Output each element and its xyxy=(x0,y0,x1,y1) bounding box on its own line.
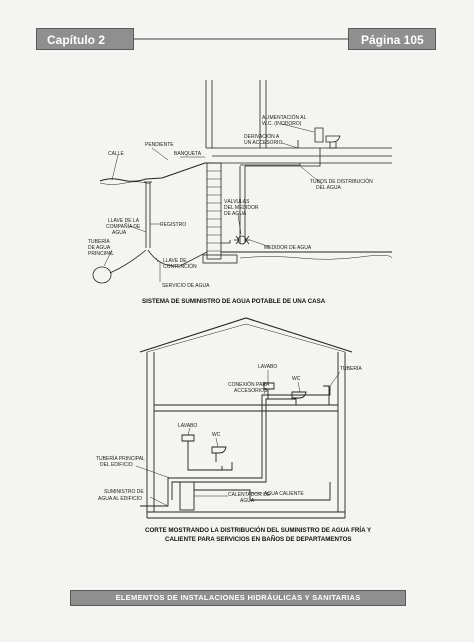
distribution-pipe xyxy=(240,163,301,166)
label-llave-compania-2: COMPAÑÍA DE xyxy=(106,223,141,230)
diagram2-labels: LAVABO TUBERÍA WC CONEXIÓN PARA ACCESORI… xyxy=(96,364,372,543)
label-tuberia-principal-edificio-2: DEL EDIFICIO xyxy=(100,462,133,468)
header-rule xyxy=(134,38,348,40)
ground-hatch xyxy=(99,181,151,185)
leader-lines xyxy=(103,123,323,282)
label-tuberia: TUBERÍA xyxy=(340,365,362,372)
service-pipe-entry xyxy=(221,240,231,244)
label-pendiente: PENDIENTE xyxy=(145,142,174,148)
pipe-to-wc xyxy=(245,148,321,167)
building-section-diagram xyxy=(135,317,353,519)
label-registro: REGISTRO xyxy=(160,222,186,228)
label-lavabo-top: LAVABO xyxy=(258,364,277,370)
wc-top-icon xyxy=(291,385,330,405)
ground-surface xyxy=(99,162,212,182)
label-suministro-1: SUMINISTRO DE xyxy=(104,489,144,495)
label-suministro-2: AGUA AL EDIFICIO xyxy=(98,496,142,502)
label-valvulas-2: DEL MEDIDOR xyxy=(224,205,259,211)
foundation-footing xyxy=(202,254,238,264)
label-wc-bottom: WC xyxy=(212,432,221,438)
label-derivacion-1: DERIVACIÓN A xyxy=(244,133,280,140)
meter-valves-icon xyxy=(234,235,250,245)
footer-banner: ELEMENTOS DE INSTALACIONES HIDRÁULICAS Y… xyxy=(70,590,406,606)
label-calentador-2: AGUA xyxy=(240,498,255,504)
label-medidor: MEDIDOR DE AGUA xyxy=(264,245,312,251)
service-pipe xyxy=(147,249,208,267)
label-calentador-1: CALENTADOR DE xyxy=(228,492,271,498)
label-llave-compania-3: AGUA xyxy=(112,230,127,236)
label-derivacion-2: UN ACCESORIO xyxy=(244,140,282,146)
label-valvulas-3: DE AGUA xyxy=(224,211,247,217)
label-llave-contencion-1: LLAVE DE xyxy=(163,258,187,264)
diagram1-caption: SISTEMA DE SUMINISTRO DE AGUA POTABLE DE… xyxy=(142,298,326,305)
label-agua-caliente: AGUA CALIENTE xyxy=(264,491,304,497)
lavabo-bottom-icon xyxy=(181,434,195,453)
roof-inner xyxy=(146,323,346,353)
water-heater-icon xyxy=(179,481,195,511)
diagram1-labels: CALLE PENDIENTE BANQUETA ALIMENTACIÓN AL… xyxy=(88,114,373,305)
label-llave-compania-1: LLAVE DE LA xyxy=(108,218,140,224)
label-servicio: SERVICIO DE AGUA xyxy=(162,283,210,289)
basement-floor-hatch xyxy=(239,255,393,260)
label-lavabo-bottom: LAVABO xyxy=(178,423,197,429)
chapter-label: Capítulo 2 xyxy=(47,33,106,47)
leader-lines-2 xyxy=(135,370,341,507)
label-wc-top: WC xyxy=(292,376,301,382)
lavabo-top-icon xyxy=(263,382,275,399)
label-alimentacion-1: ALIMENTACIÓN AL xyxy=(262,114,307,121)
label-tuberia-principal-2: DE AGUA xyxy=(88,245,111,251)
label-alimentacion-2: W.C. (INODORO) xyxy=(262,121,302,127)
footer-title: ELEMENTOS DE INSTALACIONES HIDRÁULICAS Y… xyxy=(115,593,361,602)
page-header: Página 105 xyxy=(348,28,436,50)
main-pipe-section xyxy=(92,266,112,284)
label-llave-contencion-2: CONTENCIÓN xyxy=(163,263,197,270)
brick-courses xyxy=(207,170,221,252)
label-banqueta: BANQUETA xyxy=(174,151,202,157)
hot-water-riser xyxy=(171,398,297,500)
house-supply-diagram xyxy=(92,80,393,284)
diagram2-caption-line1: CORTE MOSTRANDO LA DISTRIBUCIÓN DEL SUMI… xyxy=(145,526,372,534)
roof-outline xyxy=(139,317,353,353)
label-tuberia-principal-3: PRINCIPAL xyxy=(88,251,114,257)
label-calle: CALLE xyxy=(108,151,125,157)
hot-water-line xyxy=(194,482,331,501)
lower-branch xyxy=(187,453,233,471)
label-tuberia-principal-1: TUBERÍA xyxy=(88,238,110,245)
label-tubos-2: DEL AGUA xyxy=(316,185,341,191)
label-tuberia-principal-edificio-1: TUBERÍA PRINCIPAL xyxy=(96,455,145,462)
wc-fixture-icon xyxy=(314,127,341,149)
label-tubos-1: TUBOS DE DISTRIBUCIÓN xyxy=(310,178,373,185)
label-conexion-1: CONEXIÓN PARA xyxy=(228,381,270,388)
label-valvulas-1: VÁLVULAS xyxy=(224,198,250,205)
label-conexion-2: ACCESORIOS xyxy=(234,388,268,394)
cold-water-riser xyxy=(167,386,331,500)
wc-bottom-icon xyxy=(211,446,227,462)
page-number-label: Página 105 xyxy=(361,33,424,47)
diagram2-caption-line2: CALIENTE PARA SERVICIOS EN BAÑOS DE DEPA… xyxy=(165,536,352,543)
chapter-header: Capítulo 2 xyxy=(36,28,134,50)
main-pipe-tap xyxy=(109,249,147,274)
